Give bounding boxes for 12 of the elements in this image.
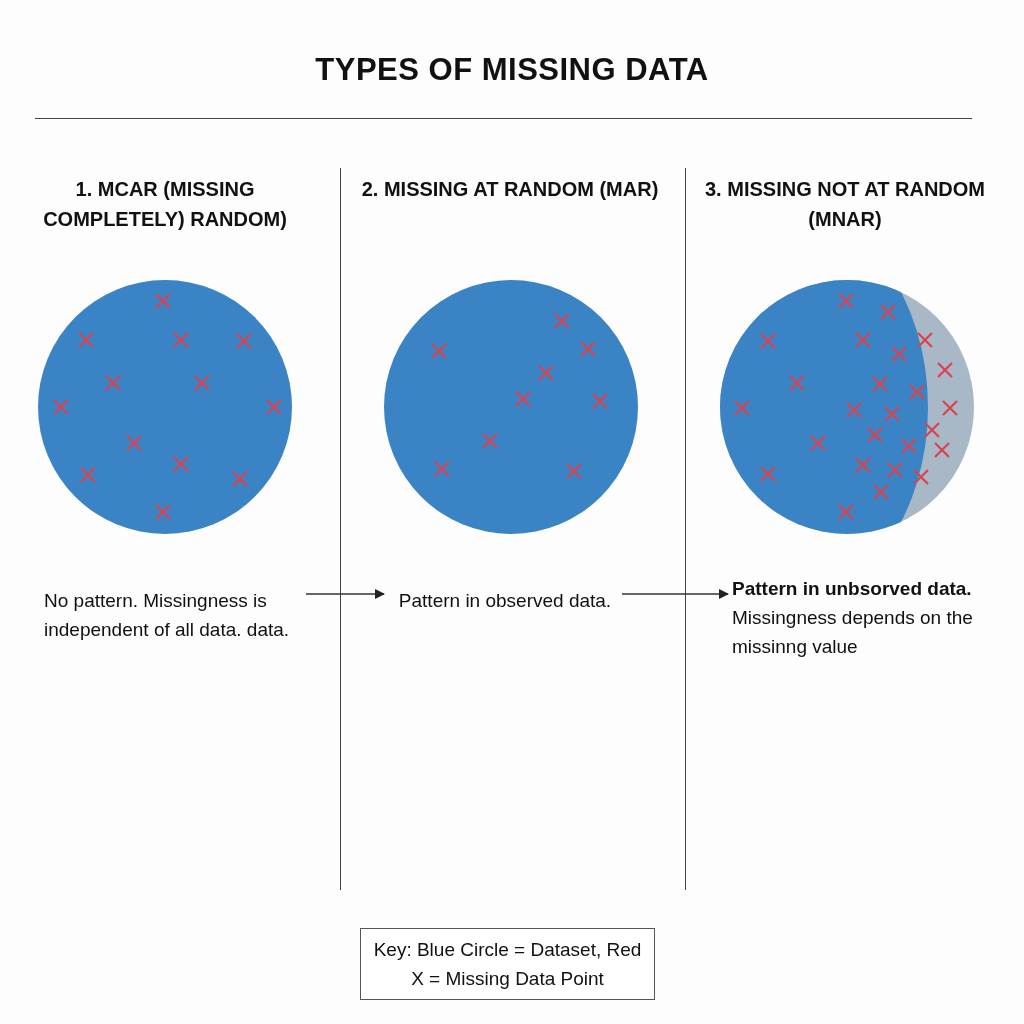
column-heading: 2. MISSING AT RANDOM (MAR) — [360, 177, 660, 202]
description-text: Key: Blue Circle = Dataset, Red X = Missing Data Point — [372, 938, 643, 991]
column-heading: 1. MCAR (MISSING COMPLETELY) RANDOM) — [42, 177, 288, 232]
description-text: Pattern in observed data. — [397, 589, 613, 613]
title: TYPES OF MISSING DATA — [315, 52, 709, 88]
description-text: No pattern. Missingness is independent of all data. data. — [44, 589, 291, 642]
description-text: Missingness depends on the missinng value — [732, 606, 974, 659]
key-box — [360, 928, 655, 1000]
description-heading: Pattern in unbsorved data. — [732, 577, 973, 601]
arrow — [305, 589, 385, 599]
column-heading: 3. MISSING NOT AT RANDOM (MNAR) — [704, 177, 986, 232]
arrow — [621, 589, 729, 599]
